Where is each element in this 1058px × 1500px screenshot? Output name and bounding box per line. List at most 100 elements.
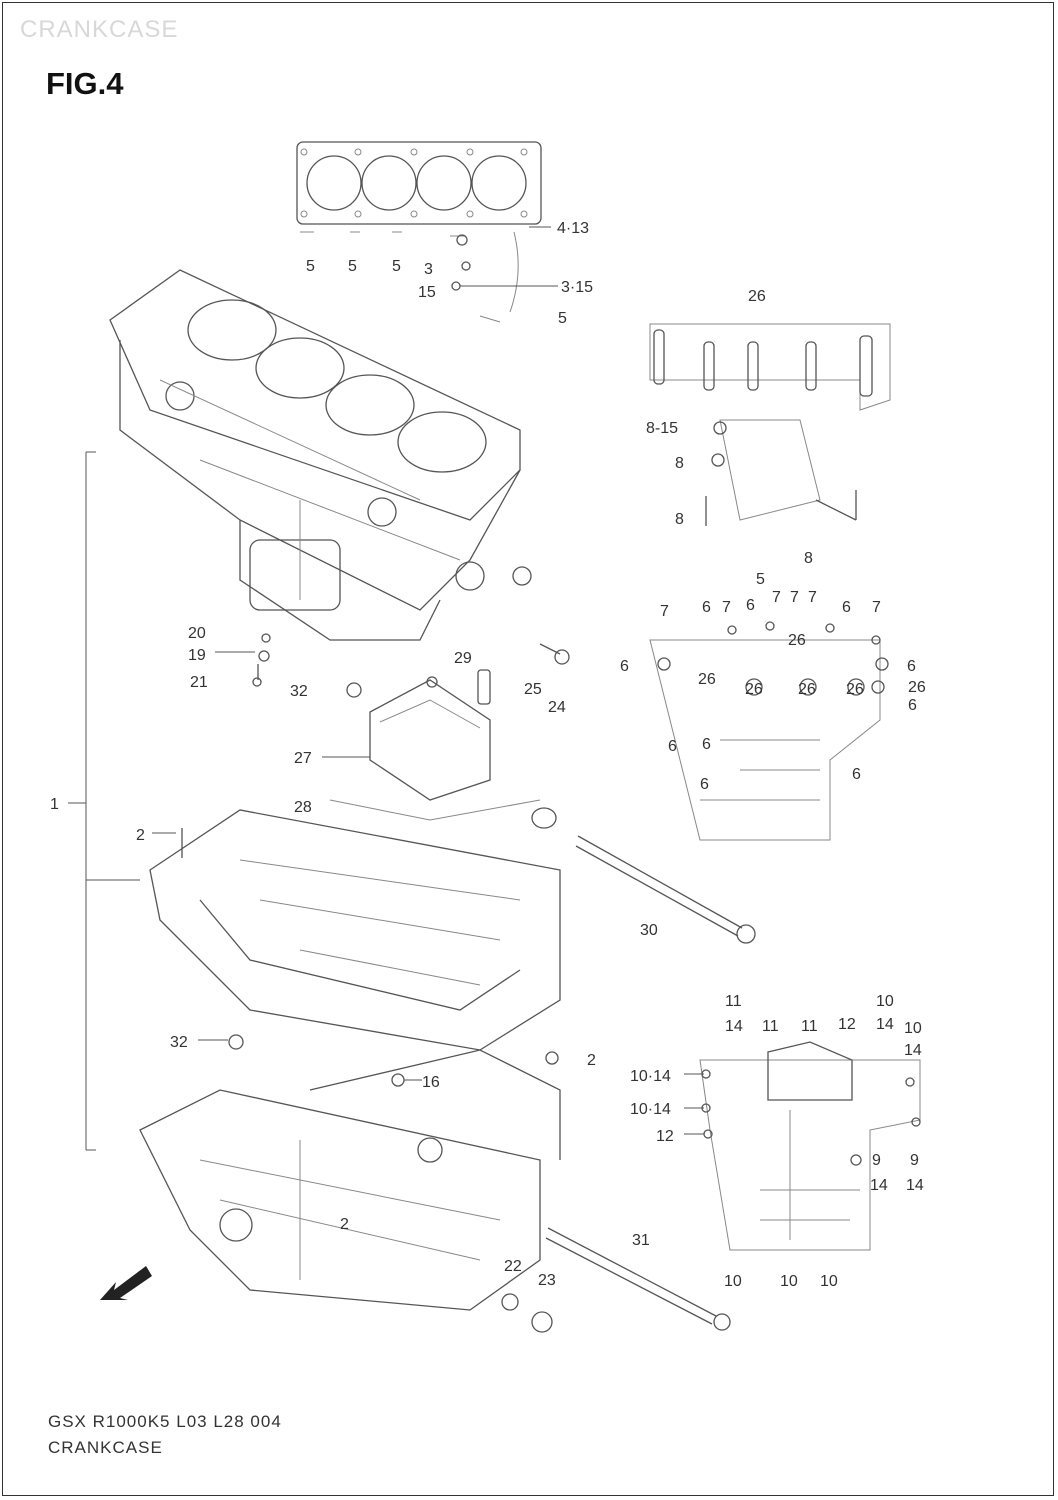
sump-cover (322, 669, 491, 801)
callout: 5 (392, 258, 401, 275)
callout: 7 (722, 599, 731, 616)
callouts-right-middle: 5 7 6 7 6 7 7 7 6 7 6 6 26 26 26 26 26 2… (620, 571, 926, 793)
bolt-pattern-upper (649, 323, 891, 526)
callout: 5 (348, 258, 357, 275)
callout: 7 (790, 589, 799, 606)
callout: 8 (675, 511, 684, 528)
callout: 6 (746, 597, 755, 614)
callout: 14 (906, 1177, 924, 1194)
callout: 3 (424, 261, 433, 278)
callout: 10 (724, 1273, 742, 1290)
callout: 26 (748, 288, 766, 305)
callout: 7 (808, 589, 817, 606)
callout: 24 (548, 699, 566, 716)
callouts-top-gasket: 5 5 5 3 15 4·13 3·15 5 (306, 220, 593, 327)
callout: 8 (804, 550, 813, 567)
callout: 14 (904, 1042, 922, 1059)
callout: 14 (725, 1018, 743, 1035)
callout: 28 (294, 799, 312, 816)
callout: 26 (698, 671, 716, 688)
callout: 26 (788, 632, 806, 649)
drawing-code: GSX R1000K5 L03 L28 004 (48, 1412, 282, 1431)
callout: 10 (904, 1020, 922, 1037)
callout: 32 (290, 683, 308, 700)
callout: 10·14 (630, 1101, 671, 1118)
callout: 2 (340, 1216, 349, 1233)
callout: 32 (170, 1034, 188, 1051)
watermark-text: CRANKCASE (20, 16, 179, 43)
callouts-right-top: 26 8-15 8 8 8 (646, 288, 813, 567)
callout: 1 (50, 796, 59, 813)
upper-crankcase (109, 269, 570, 665)
drawing-name: CRANKCASE (48, 1438, 163, 1457)
callout: 21 (190, 674, 208, 691)
bolt-pattern-middle (649, 621, 889, 841)
callout: 22 (504, 1258, 522, 1275)
callout: 26 (846, 681, 864, 698)
long-bolt-30 (575, 835, 756, 944)
middle-crankcase (149, 807, 561, 1051)
callout: 30 (640, 922, 658, 939)
callout: 3·15 (561, 279, 593, 296)
callout: 7 (660, 603, 669, 620)
callout: 10·14 (630, 1068, 671, 1085)
callout: 6 (842, 599, 851, 616)
callout: 10 (820, 1273, 838, 1290)
callout: 5 (558, 310, 567, 327)
lower-crankcase (139, 1049, 561, 1333)
callout: 16 (422, 1074, 440, 1091)
callout: 6 (700, 776, 709, 793)
callout: 2 (587, 1052, 596, 1069)
callouts-upper-case: 20 19 21 32 29 25 24 27 28 1 2 (50, 625, 566, 844)
sump-gasket (329, 799, 541, 821)
callout: 9 (910, 1152, 919, 1169)
callout: 6 (702, 736, 711, 753)
callout: 26 (798, 681, 816, 698)
callout: 2 (136, 827, 145, 844)
callout: 8-15 (646, 420, 678, 437)
callout: 5 (756, 571, 765, 588)
callout: 19 (188, 647, 206, 664)
callout: 6 (702, 599, 711, 616)
callout: 10 (876, 993, 894, 1010)
bolt-pattern-lower (684, 1041, 921, 1251)
callout: 9 (872, 1152, 881, 1169)
callout: 4·13 (557, 220, 589, 237)
callout: 31 (632, 1232, 650, 1249)
callout: 11 (801, 1018, 818, 1035)
callout: 14 (876, 1016, 894, 1033)
assembly-bracket (68, 451, 140, 1151)
callout: 6 (907, 658, 916, 675)
callout: 7 (872, 599, 881, 616)
fasteners-left (215, 633, 362, 698)
callout: 12 (656, 1128, 674, 1145)
long-bolt-31 (545, 1227, 731, 1331)
figure-title: FIG.4 (46, 66, 124, 101)
callout: 23 (538, 1272, 556, 1289)
callout: 25 (524, 681, 542, 698)
callout: 15 (418, 284, 436, 301)
callout: 14 (870, 1177, 888, 1194)
callout: 11 (725, 993, 742, 1010)
callout: 26 (745, 681, 763, 698)
callout: 12 (838, 1016, 856, 1033)
callout: 27 (294, 750, 312, 767)
callout: 6 (668, 738, 677, 755)
callout: 8 (675, 455, 684, 472)
callouts-lower-case: 30 32 16 2 2 22 23 31 (170, 922, 658, 1289)
callout: 6 (852, 766, 861, 783)
callout: 10 (780, 1273, 798, 1290)
callout: 5 (306, 258, 315, 275)
head-gasket (296, 141, 558, 323)
callout: 7 (772, 589, 781, 606)
callout: 26 (908, 679, 926, 696)
callout: 6 (908, 697, 917, 714)
callout: 29 (454, 650, 472, 667)
callout: 20 (188, 625, 206, 642)
callout: 11 (762, 1018, 779, 1035)
callouts-right-bottom: 11 10 14 11 11 12 14 10 14 10·14 10·14 1… (630, 993, 924, 1290)
callout: 6 (620, 658, 629, 675)
forward-arrow-icon (100, 1266, 152, 1300)
